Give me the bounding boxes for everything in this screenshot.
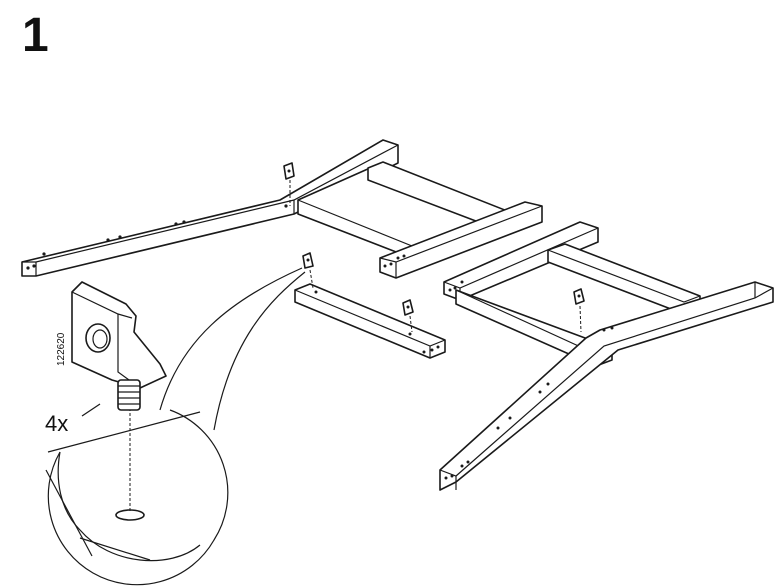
quantity-leader (81, 403, 101, 417)
left-frame-rail-holes (26, 204, 288, 270)
step-number: 1 (22, 9, 49, 62)
right-frame-long-rail (439, 281, 774, 491)
right-frame-top-crossbar (443, 221, 599, 301)
callout-leader (159, 267, 306, 431)
quantity-label: 4x (45, 411, 68, 436)
part-number: 122620 (56, 332, 67, 366)
left-frame (21, 139, 543, 279)
left-frame-long-rail (21, 139, 399, 277)
enlarged-fitting-screw (117, 379, 141, 411)
left-frame-fitting (283, 162, 295, 206)
loose-crossbar-fitting-left (302, 252, 314, 289)
right-frame-fitting (573, 288, 585, 333)
enlarged-fitting (71, 281, 167, 411)
magnified-detail (45, 408, 229, 586)
right-frame-middle-crossbar (547, 243, 701, 315)
loose-crossbar (294, 283, 446, 359)
left-frame-end-block (379, 201, 543, 279)
loose-crossbar-fitting-right (402, 299, 414, 333)
right-frame (439, 221, 774, 491)
right-frame-rail-holes (444, 326, 614, 480)
